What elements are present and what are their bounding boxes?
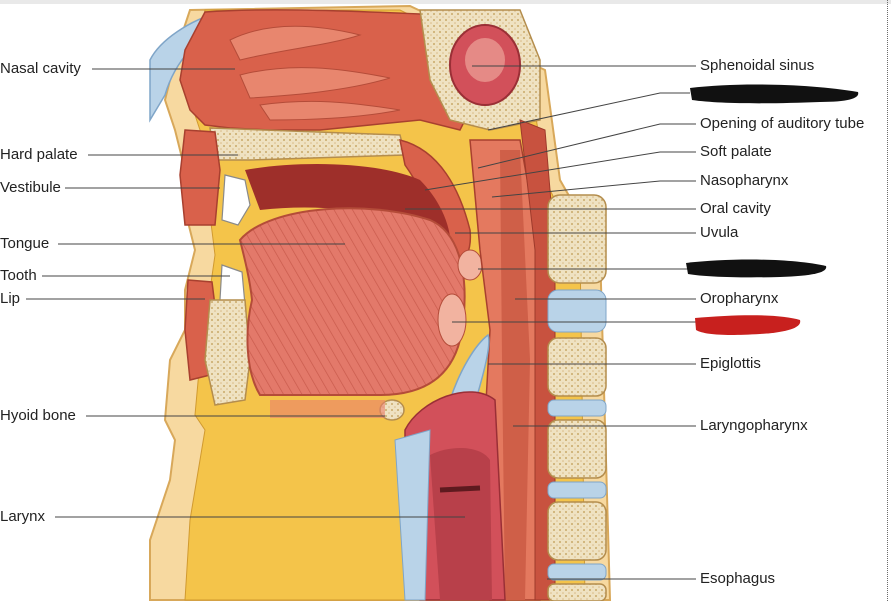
redaction-mark-2 (686, 259, 827, 278)
label-larynx: Larynx (0, 508, 46, 525)
label-esophagus: Esophagus (700, 570, 776, 587)
tongue-shape (238, 207, 466, 396)
right-dotted-border (887, 0, 890, 601)
mandible-bone (204, 299, 251, 406)
label-soft-palate: Soft palate (700, 143, 772, 160)
redaction-mark-3 (695, 315, 801, 335)
label-oral-cavity: Oral cavity (700, 200, 771, 217)
label-laryngopharynx: Laryngopharynx (700, 417, 808, 434)
thyroid-cartilage (394, 429, 431, 601)
label-tongue: Tongue (0, 235, 50, 252)
label-opening-of-auditory-tube: Opening of auditory tube (700, 115, 865, 132)
leader-lines (26, 65, 696, 580)
pharyngeal-tonsil (457, 249, 483, 281)
label-uvula: Uvula (700, 224, 739, 241)
vertebral-column (547, 194, 607, 601)
label-sphenoidal-sinus: Sphenoidal sinus (700, 57, 815, 74)
label-nasal-cavity: Nasal cavity (0, 60, 81, 77)
palatine-tonsil (437, 293, 467, 347)
label-vestibule: Vestibule (0, 179, 61, 196)
label-hard-palate: Hard palate (0, 146, 78, 163)
upper-lip (179, 129, 221, 226)
label-epiglottis: Epiglottis (700, 355, 761, 372)
upper-tooth (221, 174, 251, 226)
oral-cavity-shape (245, 164, 451, 260)
top-border (0, 0, 891, 4)
label-oropharynx: Oropharynx (700, 290, 779, 307)
label-tooth: Tooth (0, 267, 37, 284)
label-hyoid-bone: Hyoid bone (0, 407, 76, 424)
label-lip: Lip (0, 290, 21, 307)
label-nasopharynx: Nasopharynx (700, 172, 789, 189)
redaction-mark-1 (690, 84, 859, 104)
